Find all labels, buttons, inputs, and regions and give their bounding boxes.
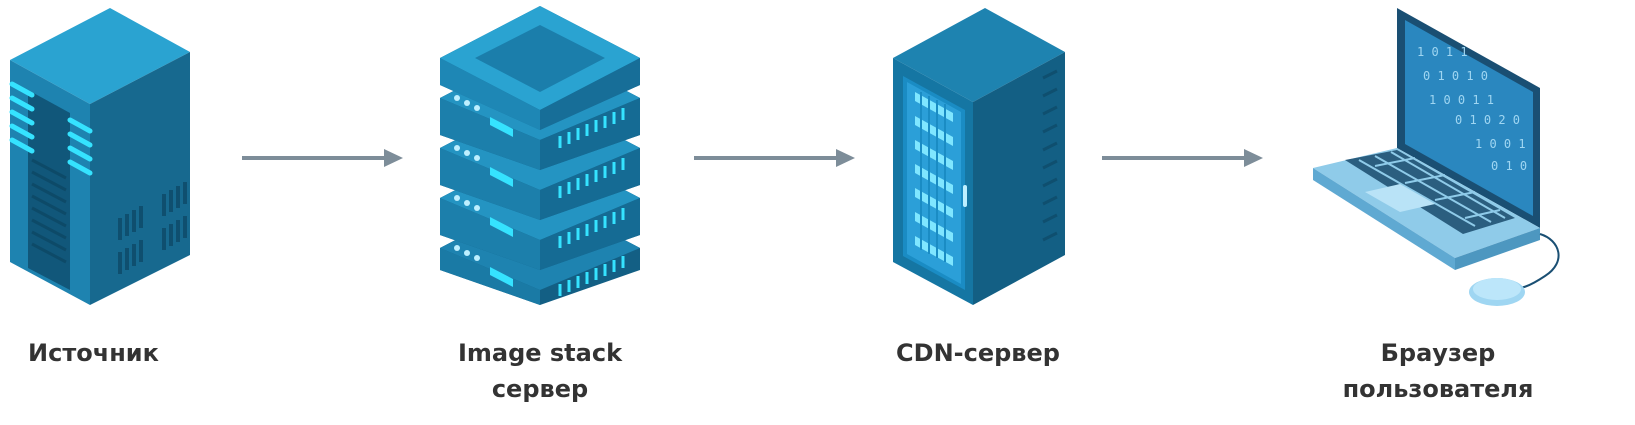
node-label-image-stack: Image stack сервер [440,335,640,407]
svg-text:0 1 0 1 0: 0 1 0 1 0 [1423,69,1488,83]
flow-arrow [242,149,403,167]
flow-arrow [1102,149,1263,167]
svg-text:0 1 0: 0 1 0 [1491,159,1527,173]
label-line: Браузер [1380,339,1496,367]
label-line: Источник [28,339,159,367]
laptop-icon: 1 0 1 1 0 1 0 1 0 1 0 0 1 1 0 1 0 2 0 1 … [1313,8,1560,306]
node-label-cdn: CDN-сервер [878,335,1078,371]
server-rack-icon [893,8,1065,305]
flow-arrow [694,149,855,167]
svg-text:1 0 0 1 1: 1 0 0 1 1 [1429,93,1494,107]
tower-server-icon [9,8,190,305]
node-label-source: Источник [28,335,159,371]
label-line: пользователя [1342,375,1534,403]
label-line: Image stack [457,339,623,367]
svg-text:1 0 1 1: 1 0 1 1 [1417,45,1468,59]
node-image-stack [435,0,645,310]
server-stack-icon [440,6,640,305]
label-line: CDN-сервер [896,339,1060,367]
svg-text:1 0 0 1: 1 0 0 1 [1475,137,1526,151]
node-cdn [885,0,1070,310]
node-label-browser: Браузер пользователя [1338,335,1538,407]
svg-text:0 1 0 2 0: 0 1 0 2 0 [1455,113,1520,127]
node-source [0,0,200,310]
node-browser: 1 0 1 1 0 1 0 1 0 1 0 0 1 1 0 1 0 2 0 1 … [1305,0,1570,315]
label-line: сервер [491,375,589,403]
